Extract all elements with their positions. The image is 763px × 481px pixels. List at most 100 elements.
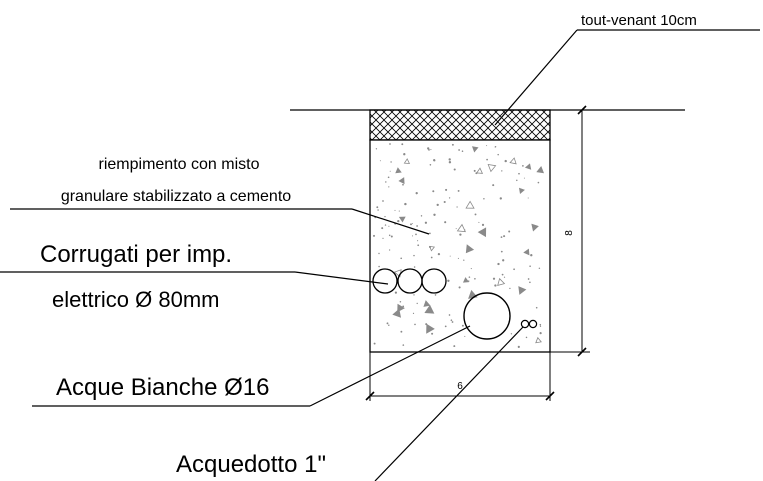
aggregate-stone (397, 303, 405, 313)
aggregate-dot (375, 148, 378, 150)
aggregate-dot (525, 336, 528, 339)
aggregate-dot (389, 170, 391, 172)
aggregate-dot (415, 233, 417, 236)
aggregate-dot (463, 259, 465, 261)
aggregate-dot (530, 254, 533, 257)
aggregate-dot (527, 197, 529, 199)
label-white-water: Acque Bianche Ø16 (56, 374, 269, 401)
aggregate-stone (531, 223, 539, 232)
aggregate-dot (523, 177, 525, 179)
aggregate-stone (523, 248, 530, 256)
aggregate-dot (501, 170, 503, 172)
aggregate-dot (398, 210, 400, 212)
aggregate-dot (411, 223, 413, 225)
aggregate-dot (434, 294, 437, 296)
aggregate-dot (458, 286, 461, 289)
aggregate-stone (423, 300, 431, 307)
aggregate-dot (416, 302, 418, 305)
aggregate-dot (415, 191, 418, 195)
aggregate-dot (538, 267, 541, 270)
aggregate-dot (450, 319, 453, 322)
aggregate-stone (398, 177, 405, 185)
aggregate-dot (414, 323, 416, 326)
aggregate-dot (451, 143, 454, 146)
aggregate-dot (516, 179, 518, 182)
aggregate-dot (503, 235, 506, 238)
aggregate-dot (443, 200, 446, 204)
aggregate-stone (428, 245, 436, 252)
aggregate-dot (486, 145, 488, 147)
aggregate-dot (453, 345, 456, 348)
aggregate-dot (481, 223, 485, 226)
aggregate-dot (376, 206, 379, 209)
aggregate-dot (394, 291, 397, 294)
aggregate-dot (492, 277, 496, 280)
aggregate-dot (451, 321, 454, 323)
aggregate-stone (424, 304, 435, 314)
aggregate-dot (509, 287, 511, 290)
aggregate-dot (497, 153, 499, 156)
aggregate-stone (426, 323, 435, 334)
label-fill-line1: riempimento con misto (99, 156, 260, 173)
aggregate-dot (474, 213, 477, 216)
aggregate-dot (388, 225, 390, 227)
aggregate-dot (390, 161, 392, 163)
aggregate-dot (517, 345, 520, 348)
aqueduct-pipe (520, 319, 530, 329)
width-dimension-label: 6 (457, 381, 463, 392)
aggregate-dot (428, 149, 430, 151)
aggregate-dot (437, 252, 441, 256)
aggregate-dot (413, 266, 416, 268)
label-conduits-line1: Corrugati per imp. (40, 241, 232, 268)
aggregate-stone (471, 146, 479, 153)
tout-venant-layer (369, 109, 551, 141)
aggregate-dot (448, 314, 451, 316)
aggregate-dot (539, 323, 542, 326)
aggregate-dot (373, 342, 376, 345)
height-dimension: 8 (550, 105, 590, 357)
aggregate-dot (503, 276, 506, 278)
aggregate-dot (400, 257, 403, 260)
aggregate-dot (397, 219, 400, 223)
aggregate-stone (465, 200, 475, 209)
aggregate-dot (386, 323, 388, 325)
aggregate-dot (390, 235, 393, 238)
aggregate-dot (483, 197, 485, 200)
aggregate-dot (444, 325, 447, 328)
aggregate-dot (382, 237, 384, 240)
aggregate-dot (382, 200, 384, 202)
aggregate-dot (417, 240, 419, 242)
aggregate-dot (384, 224, 387, 226)
aggregate-dot (461, 324, 464, 327)
aggregate-dot (444, 221, 447, 224)
aggregate-dot (497, 262, 500, 266)
aggregate-dot (372, 234, 376, 237)
aggregate-stone (518, 286, 527, 295)
aggregate-dot (385, 181, 387, 183)
aggregate-dot (457, 257, 459, 259)
aggregate-stone (456, 223, 466, 233)
aggregate-dot (387, 176, 390, 179)
aggregate-texture (372, 143, 545, 348)
aggregate-dot (449, 255, 451, 257)
aggregate-dot (411, 235, 414, 237)
aggregate-stone (462, 277, 470, 283)
aggregate-dot (539, 332, 542, 335)
aggregate-dot (430, 256, 433, 259)
leader-fill (351, 208, 430, 235)
aggregate-dot (501, 273, 504, 276)
aggregate-stone (395, 167, 402, 174)
aggregate-dot (417, 244, 420, 247)
aggregate-dot (429, 164, 432, 166)
aggregate-dot (500, 236, 503, 238)
aggregate-dot (508, 230, 511, 233)
aggregate-dot (459, 233, 462, 236)
aggregate-dot (431, 332, 434, 335)
aggregate-dot (388, 249, 391, 251)
aggregate-stone (477, 227, 487, 238)
aggregate-dot (500, 250, 503, 253)
aggregate-dot (494, 146, 496, 148)
aggregate-stone (497, 277, 506, 286)
aggregate-dot (458, 149, 460, 151)
